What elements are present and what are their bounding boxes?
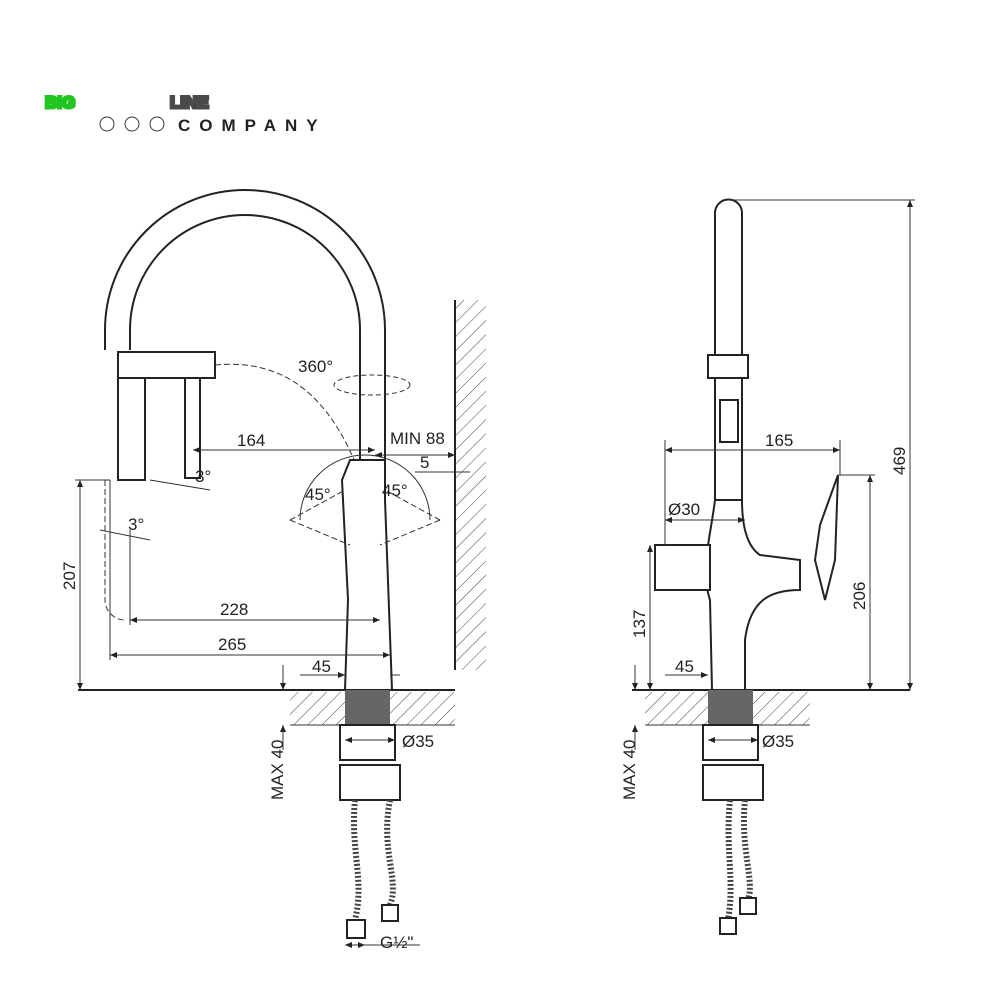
dim-207: 207 xyxy=(60,562,79,590)
front-view: 165 Ø30 137 206 469 45 MAX 40 Ø35 xyxy=(620,198,915,935)
angle-left: 45° xyxy=(305,485,331,504)
dim-shank-front: Ø35 xyxy=(762,732,794,751)
side-view: 360° 164 MIN 88 5 45° 45° 3° 3° 207 228 … xyxy=(60,189,486,952)
dim-137: 137 xyxy=(630,610,649,638)
dim-max-40: MAX 40 xyxy=(268,740,287,800)
dim-164: 164 xyxy=(237,431,265,450)
dim-45-front: 45 xyxy=(675,657,694,676)
logo: BIG LINE COMPANY xyxy=(44,92,327,136)
tilt-bottom: 3° xyxy=(128,515,144,534)
dim-tube: Ø30 xyxy=(668,500,700,519)
dim-228: 228 xyxy=(220,600,248,619)
dim-max-40-front: MAX 40 xyxy=(620,740,639,800)
dim-connector: G½" xyxy=(380,933,413,952)
dim-469: 469 xyxy=(890,447,909,475)
logo-tagline: COMPANY xyxy=(178,116,327,135)
dim-45: 45 xyxy=(312,657,331,676)
rotation-label: 360° xyxy=(298,357,333,376)
logo-line: LINE xyxy=(170,93,209,112)
angle-right: 45° xyxy=(382,481,408,500)
dim-min-88: MIN 88 xyxy=(390,429,445,448)
tilt-top: 3° xyxy=(195,467,211,486)
dim-shank: Ø35 xyxy=(402,732,434,751)
dim-5: 5 xyxy=(420,453,429,472)
dim-206: 206 xyxy=(850,582,869,610)
dim-265: 265 xyxy=(218,635,246,654)
dim-165: 165 xyxy=(765,431,793,450)
logo-big: BIG xyxy=(45,93,75,112)
